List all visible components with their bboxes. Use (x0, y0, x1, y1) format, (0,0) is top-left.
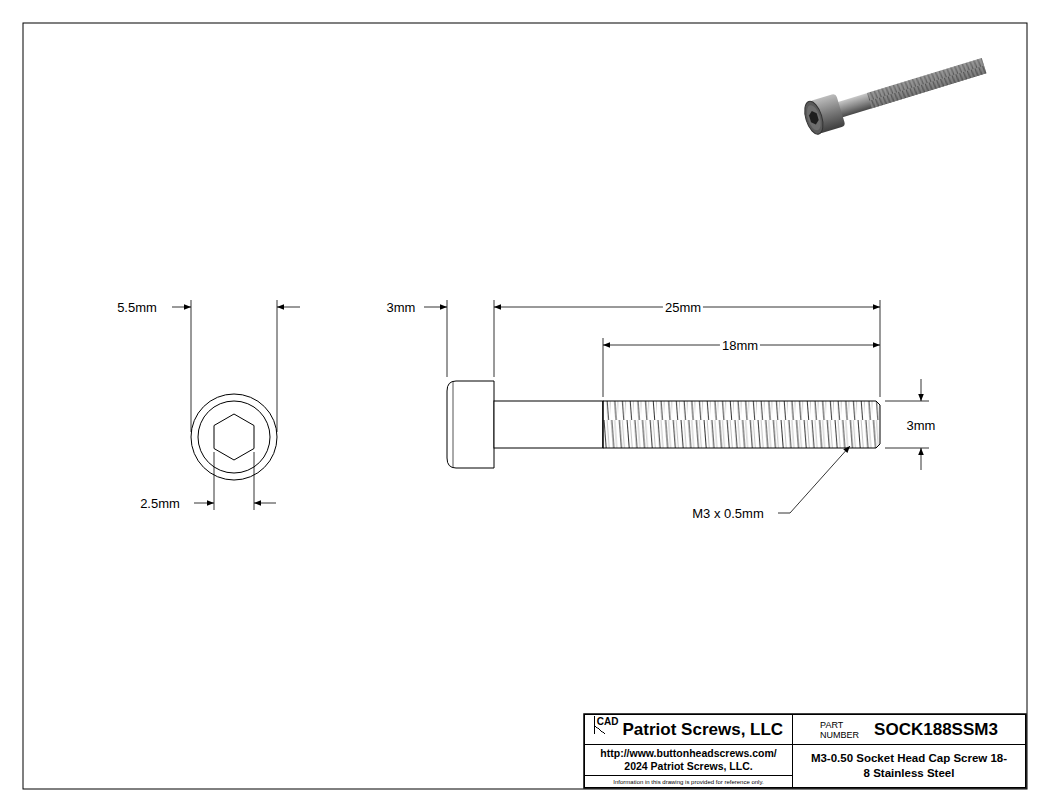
cad-logo: CAD (594, 716, 619, 734)
dimension-text: 25mm (663, 300, 703, 315)
side-view-part (603, 401, 604, 448)
dimension-lines-part (885, 401, 929, 402)
dimension-lines-part (424, 307, 447, 308)
dimension-lines-part (254, 452, 255, 510)
side-view-part (453, 382, 454, 467)
end-view-part (214, 414, 254, 460)
side-view-part (494, 401, 603, 448)
part-number-caption: PART NUMBER (820, 720, 866, 740)
part-number-cell: PART NUMBER SOCK188SSM3 (792, 714, 1026, 745)
side-view-part (447, 381, 494, 468)
iso-render-part (867, 58, 986, 108)
side-view-part (603, 401, 880, 448)
iso-render-part (836, 58, 986, 118)
dimension-lines (172, 300, 929, 513)
company-cell: CADPatriot Screws, LLC (584, 714, 793, 745)
description-cell: M3-0.50 Socket Head Cap Screw 18-8 Stain… (792, 744, 1026, 788)
dimension-lines-part (254, 503, 276, 504)
title-block-frame-part (584, 714, 1026, 788)
dimension-lines-part (191, 300, 192, 432)
title-block-frame (584, 714, 1026, 788)
dimension-lines-part (885, 448, 929, 449)
thread-callout: M3 x 0.5mm (690, 506, 766, 521)
iso-render (801, 49, 989, 136)
dimension-lines-part (214, 452, 215, 510)
website-cell: http://www.buttonheadscrews.com/ 2024 Pa… (584, 744, 793, 776)
dimension-text: 18mm (720, 338, 760, 353)
end-view-part (198, 401, 270, 473)
side-view (447, 381, 880, 468)
website-copyright: http://www.buttonheadscrews.com/ 2024 Pa… (589, 747, 789, 773)
part-description: M3-0.50 Socket Head Cap Screw 18-8 Stain… (809, 751, 1009, 781)
dimension-lines-part (921, 379, 922, 401)
end-view-part (191, 394, 277, 480)
sheet-border (23, 23, 1027, 789)
dimension-lines-part (172, 307, 191, 308)
dimension-lines-part (494, 300, 495, 377)
dimension-text: 5.5mm (115, 300, 159, 315)
dimension-text: 3mm (385, 300, 418, 315)
dimension-lines-part (447, 300, 448, 377)
company-name: Patriot Screws, LLC (623, 720, 784, 740)
part-number: SOCK188SSM3 (874, 720, 998, 740)
dimension-lines-part (277, 307, 300, 308)
end-view (191, 394, 277, 480)
iso-render-part (808, 110, 820, 126)
dimension-lines-part (880, 300, 881, 397)
dimension-lines-part (603, 338, 604, 397)
dimension-lines-part (194, 503, 214, 504)
dimension-lines-part (921, 448, 922, 470)
dimension-text: 3mm (905, 418, 938, 433)
dimension-lines-part (778, 446, 850, 513)
disclaimer-cell: Information in this drawing is provided … (584, 775, 793, 788)
dimension-text: 2.5mm (138, 496, 182, 511)
sheet-border-part (23, 23, 1027, 789)
dimension-lines-part (277, 300, 278, 432)
iso-render-part (804, 104, 823, 132)
iso-render-part (801, 99, 826, 136)
disclaimer: Information in this drawing is provided … (613, 778, 763, 786)
